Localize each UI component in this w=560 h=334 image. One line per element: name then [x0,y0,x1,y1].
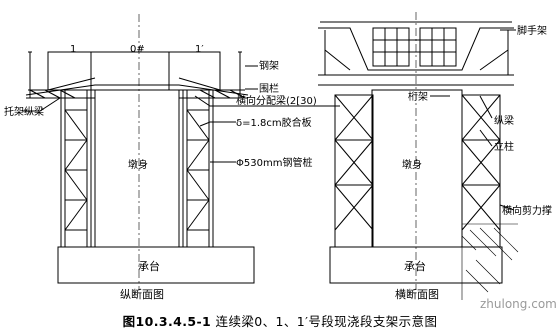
caption-title: 连续梁0、1、1′号段现浇段支架示意图 [215,314,438,329]
cross-title: 横断面图 [395,287,439,301]
label-railing: 围栏 [259,82,279,95]
label-steel-pile: Φ530mm钢管桩 [236,156,312,169]
watermark: zhulong.com [480,297,557,311]
long-pier-label: 墩身 [128,158,148,171]
cross-section [318,12,516,290]
long-title: 纵断面图 [120,287,164,301]
box-girder [318,21,514,86]
figure-caption: 图10.3.4.5-1 连续梁0、1、1′号段现浇段支架示意图 [0,311,560,330]
label-cross-brace: 横向剪力撑 [502,204,552,217]
label-scaffold: 脚手架 [517,24,547,37]
long-cap-label: 承台 [138,259,160,273]
cross-pier-label: 墩身 [402,158,422,171]
cross-cap-label: 承台 [404,259,426,273]
ground-hatch [461,223,519,300]
label-bracket-beam: 托架纵梁 [4,105,44,118]
label-plywood: δ=1.8cm胶合板 [236,116,312,129]
longitudinal-section [22,14,340,290]
caption-number: 图10.3.4.5-1 [122,314,212,329]
segment-0-label: 0# [130,44,145,55]
label-cross-beam: 横向分配梁(2[30) [236,94,317,107]
label-truss: 桁架 [408,90,428,103]
label-steel-frame: 钢架 [259,59,279,72]
segment-1-label: 1 [70,44,76,55]
long-pile-columns [60,89,214,248]
label-column: 立柱 [494,140,514,153]
long-bracket [25,51,249,99]
cross-lattice [334,94,501,248]
label-longitudinal-beam: 纵梁 [494,114,514,127]
segment-1p-label: 1′ [195,44,204,55]
